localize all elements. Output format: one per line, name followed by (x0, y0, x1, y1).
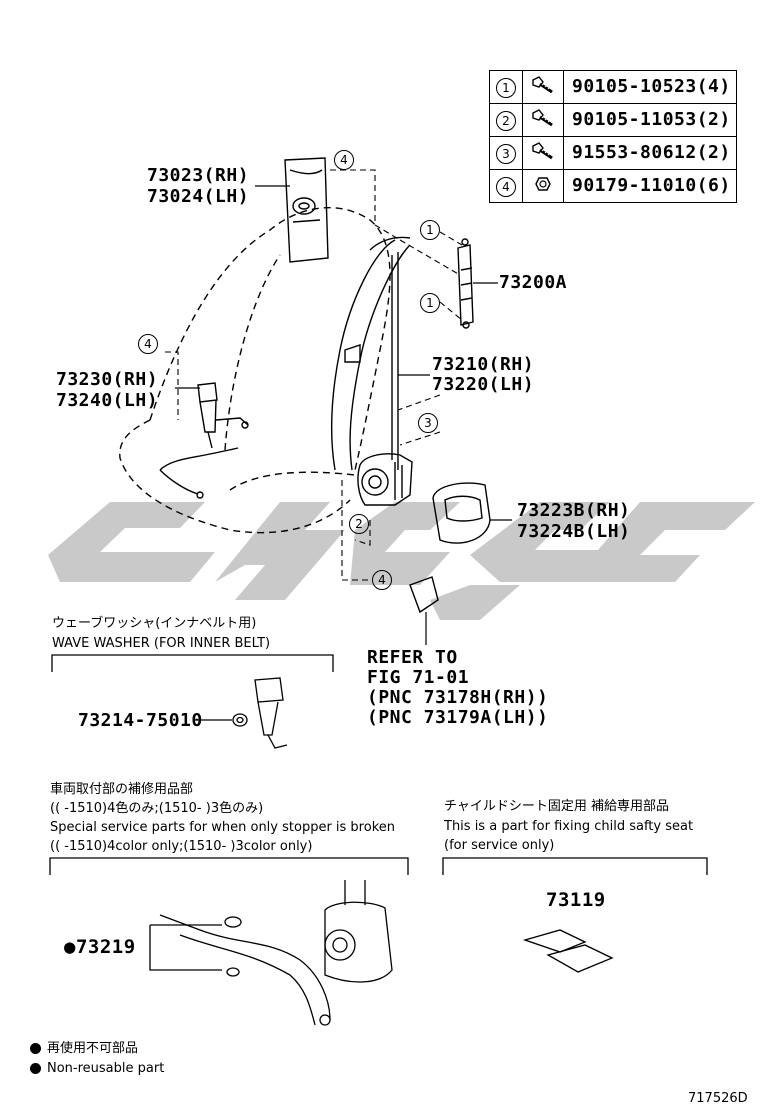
legend-jp-text: 再使用不可部品 (47, 1041, 139, 1056)
label-73230[interactable]: 73230(RH) (56, 369, 159, 390)
legend-en-text: Non-reusable part (47, 1061, 165, 1076)
fastener-ref: 2 (496, 110, 516, 131)
refer-note[interactable]: REFER TO FIG 71-01 (PNC 73178H(RH)) (PNC… (367, 648, 548, 728)
refer-line-3: (PNC 73178H(RH)) (367, 687, 549, 708)
nut-icon (535, 177, 551, 191)
fastener-part-number[interactable]: 90105-11053(2) (563, 103, 737, 137)
fastener-ref: 3 (496, 143, 516, 164)
refer-line-1: REFER TO (367, 647, 458, 668)
service-jp-title: 車両取付部の補修用品部 (50, 782, 194, 797)
child-seat-jp: チャイルドシート固定用 補給専用部品 (444, 799, 670, 814)
fastener-table: 1 90105-10523(4) 2 90105-11053(2) 3 91553-806… (489, 70, 737, 203)
fastener-icon-cell (522, 169, 564, 203)
child-seat-box (442, 857, 708, 973)
callout-2-bottom: 2 (349, 514, 369, 534)
fastener-ref: 1 (496, 77, 516, 98)
fastener-part-number[interactable]: 90179-11010(6) (563, 169, 737, 203)
wave-washer-box (51, 654, 334, 749)
wave-washer-jp: ウェーブワッシャ(インナベルト用) (52, 616, 257, 631)
service-jp-note: (( -1510)4色のみ;(1510- )3色のみ) (50, 801, 264, 816)
callout-1-lower: 1 (420, 293, 440, 313)
fastener-icon-cell (522, 136, 564, 170)
bolt-icon (532, 142, 553, 160)
label-73214-75010[interactable]: 73214-75010 (78, 710, 203, 731)
inner-buckle (159, 382, 249, 499)
child-seat-en-2: (for service only) (444, 838, 555, 853)
label-73240[interactable]: 73240(LH) (56, 390, 159, 411)
retractor-cover (432, 482, 491, 544)
fastener-part-number[interactable]: 90105-10523(4) (563, 70, 737, 104)
label-73220[interactable]: 73220(LH) (432, 374, 535, 395)
refer-line-4: (PNC 73179A(LH)) (367, 707, 549, 728)
fastener-row[interactable]: 1 90105-10523(4) (489, 70, 737, 104)
retractor (357, 453, 413, 506)
legend-jp: 再使用不可部品 (30, 1040, 138, 1058)
label-73024[interactable]: 73024(LH) (147, 186, 250, 207)
belt-webbing (331, 236, 411, 471)
non-reusable-bullet-icon (30, 1063, 41, 1074)
label-73200A[interactable]: 73200A (499, 272, 568, 293)
refer-line-2: FIG 71-01 (367, 667, 470, 688)
label-73023[interactable]: 73023(RH) (147, 165, 250, 186)
legend-en: Non-reusable part (30, 1060, 164, 1078)
label-73224B[interactable]: 73224B(LH) (517, 521, 631, 542)
seat-outline (119, 207, 391, 534)
child-seat-en-1: This is a part for fixing child safty se… (444, 819, 694, 834)
label-73119[interactable]: 73119 (546, 889, 606, 911)
bolt-icon (532, 76, 553, 94)
anchor-plate (409, 576, 439, 614)
fastener-row[interactable]: 4 90179-11010(6) (489, 169, 737, 203)
fastener-icon-cell (522, 103, 564, 137)
callout-4-left: 4 (138, 334, 158, 354)
fastener-row[interactable]: 2 90105-11053(2) (489, 103, 737, 137)
callout-4-top: 4 (334, 150, 354, 170)
service-parts-box (49, 857, 409, 1026)
label-73210[interactable]: 73210(RH) (432, 354, 535, 375)
fastener-ref-cell: 3 (489, 136, 523, 170)
bolt-icon (532, 109, 553, 127)
callout-3-right: 3 (418, 413, 438, 433)
fastener-ref-cell: 4 (489, 169, 523, 203)
label-73219[interactable]: ●73219 (64, 936, 136, 958)
pillar-cover (284, 157, 329, 263)
callout-1-upper: 1 (420, 220, 440, 240)
fastener-ref-cell: 1 (489, 70, 523, 104)
fastener-ref: 4 (496, 176, 516, 197)
fastener-row[interactable]: 3 91553-80612(2) (489, 136, 737, 170)
fastener-ref-cell: 2 (489, 103, 523, 137)
service-en-note: (( -1510)4color only;(1510- )3color only… (50, 839, 313, 854)
callout-4-bottom: 4 (372, 570, 392, 590)
non-reusable-bullet-icon (30, 1043, 41, 1054)
fastener-icon-cell (522, 70, 564, 104)
service-en-title: Special service parts for when only stop… (50, 820, 396, 835)
figure-id: 717526D (688, 1091, 748, 1106)
label-73223B[interactable]: 73223B(RH) (517, 500, 631, 521)
wave-washer-en: WAVE WASHER (FOR INNER BELT) (52, 636, 271, 651)
fastener-part-number[interactable]: 91553-80612(2) (563, 136, 737, 170)
height-adjuster (457, 238, 474, 329)
